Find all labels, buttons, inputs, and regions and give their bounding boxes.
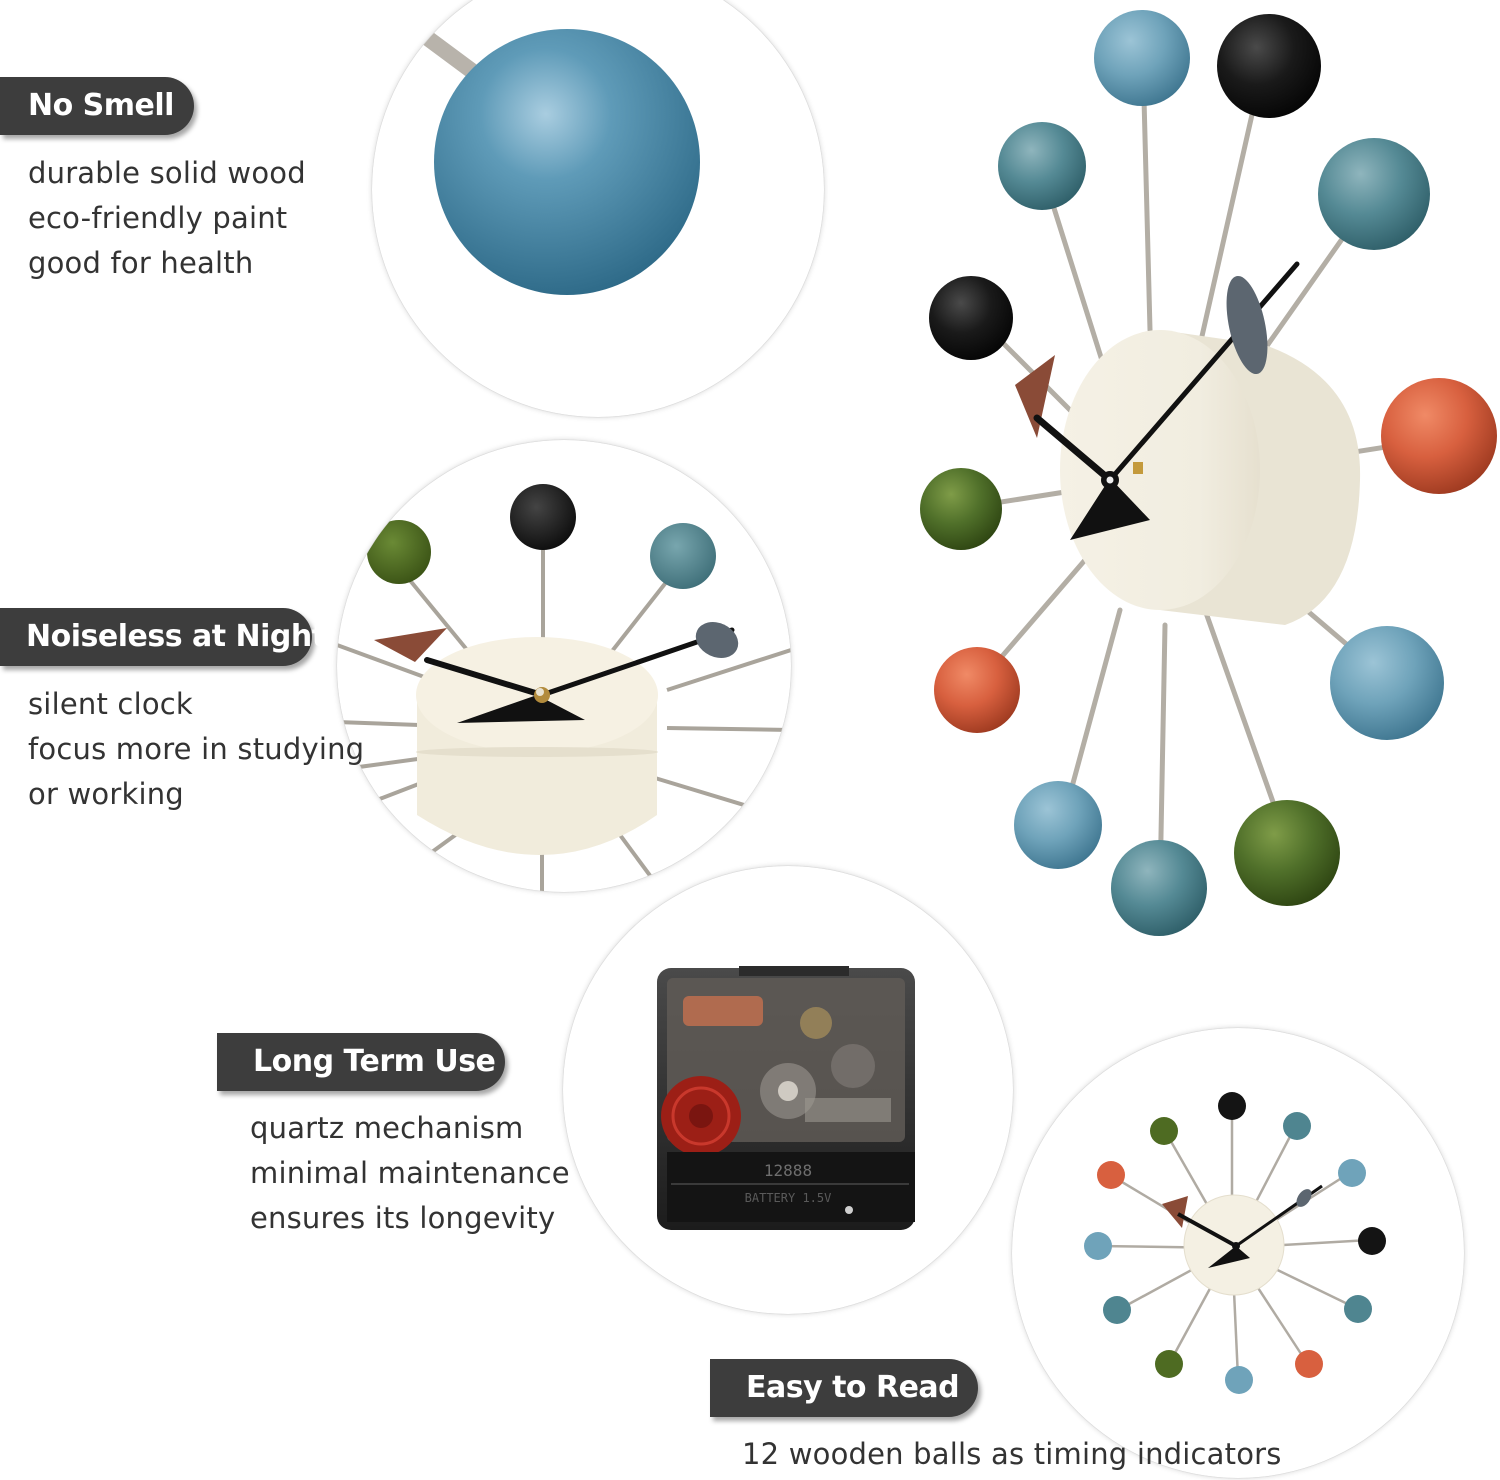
ball: [1225, 1366, 1253, 1394]
description-line: durable solid wood: [28, 156, 306, 190]
badge-easy-to-read: Easy to Read: [710, 1359, 978, 1417]
badge-long-term-use: Long Term Use: [217, 1033, 505, 1091]
hour-hand: [1033, 414, 1114, 484]
description-line: or working: [28, 777, 184, 811]
hour-hand: [424, 657, 545, 698]
ball: [1283, 1112, 1311, 1140]
description-line: good for health: [28, 246, 254, 280]
second-hand: [457, 695, 585, 723]
ball: [1330, 626, 1444, 740]
ball: [1150, 1117, 1178, 1145]
ball: [929, 276, 1013, 360]
clock-angle-image: [337, 484, 791, 892]
ball: [367, 520, 431, 584]
ball: [1111, 840, 1207, 936]
hour-hand-triangle: [374, 628, 447, 662]
ball: [1295, 1350, 1323, 1378]
movement-model-label: 12888: [764, 1161, 812, 1180]
ball: [998, 122, 1086, 210]
ball: [1218, 1092, 1246, 1120]
ball: [1318, 138, 1430, 250]
minute-hand-disc: [695, 622, 739, 658]
noiseless-description: silent clock focus more in studying or w…: [28, 682, 364, 817]
description-line: minimal maintenance: [250, 1156, 570, 1190]
ball-closeup-image: [406, 20, 700, 295]
no-smell-description: durable solid wood eco-friendly paint go…: [28, 151, 306, 286]
ball: [1338, 1159, 1366, 1187]
ball: [1234, 800, 1340, 906]
ball: [1344, 1295, 1372, 1323]
ball: [1014, 781, 1102, 869]
description-line: 12 wooden balls as timing indicators: [742, 1437, 1282, 1471]
movement-circle: 12888 BATTERY 1.5V: [563, 866, 1013, 1314]
ball: [1094, 10, 1190, 106]
hour-hand-triangle: [1162, 1196, 1188, 1228]
ball: [1097, 1161, 1125, 1189]
minute-hand-disc: [1226, 275, 1268, 375]
ball-rod: [406, 20, 484, 82]
ball: [920, 468, 1002, 550]
long-term-use-description: quartz mechanism minimal maintenance ens…: [250, 1106, 570, 1241]
ball: [650, 523, 716, 589]
minute-hand-disc: [1296, 1189, 1312, 1207]
minute-hand: [1107, 261, 1300, 483]
ball: [1103, 1296, 1131, 1324]
badge-no-smell: No Smell: [0, 77, 194, 135]
quartz-movement-image: 12888 BATTERY 1.5V: [657, 966, 915, 1230]
ball: [510, 484, 576, 550]
description-line: eco-friendly paint: [28, 201, 288, 235]
description-line: ensures its longevity: [250, 1201, 556, 1235]
ball: [1358, 1227, 1386, 1255]
second-hand: [1208, 1246, 1250, 1268]
ball: [1155, 1350, 1183, 1378]
clock-angle-circle: [337, 440, 791, 892]
clock-face: [1060, 330, 1260, 610]
easy-to-read-description: 12 wooden balls as timing indicators: [742, 1432, 1282, 1477]
ball: [1217, 14, 1321, 118]
second-hand: [1070, 478, 1150, 540]
ball-clock-product-image: [920, 10, 1497, 936]
wooden-ball: [434, 29, 700, 295]
ball: [1381, 378, 1497, 494]
description-line: silent clock: [28, 687, 193, 721]
clock-front-image: [1084, 1092, 1386, 1394]
hour-hand-triangle: [1015, 355, 1055, 438]
ball-closeup-circle: [372, 0, 824, 417]
movement-battery-label: BATTERY 1.5V: [745, 1191, 832, 1205]
description-line: quartz mechanism: [250, 1111, 524, 1145]
description-line: focus more in studying: [28, 732, 365, 766]
badge-noiseless-at-night: Noiseless at Night: [0, 608, 326, 666]
ball: [934, 647, 1020, 733]
ball: [1084, 1232, 1112, 1260]
clock-front-circle: [1012, 1028, 1464, 1478]
hour-hand: [1177, 1212, 1237, 1248]
